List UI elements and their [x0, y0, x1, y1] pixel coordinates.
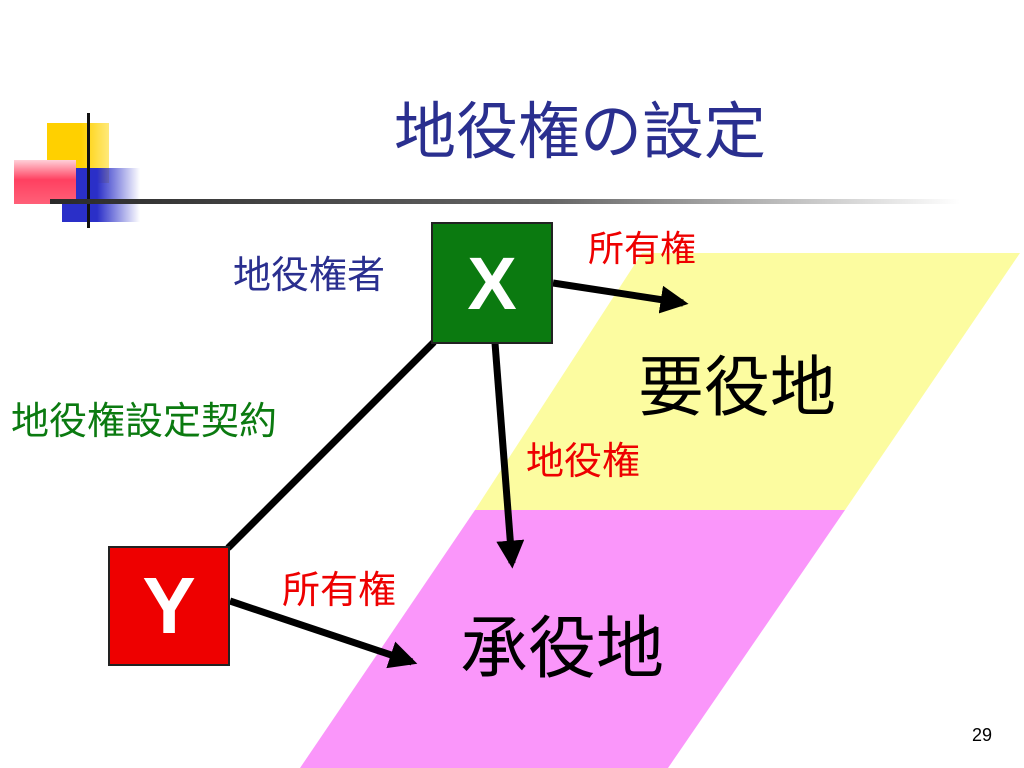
servient-land-area: [300, 510, 845, 768]
party-y-box: Y: [108, 546, 230, 666]
page-number: 29: [971, 725, 992, 745]
easement-label: 地役権: [526, 439, 641, 483]
party-x-box: X: [431, 222, 553, 344]
servient-land-label: 承役地: [460, 610, 665, 689]
ownership-arrow-y: [228, 597, 418, 669]
party-x-letter: X: [467, 241, 517, 325]
contract-line: [225, 339, 437, 551]
ownership-label-y: 所有権: [282, 568, 397, 612]
party-y-letter: Y: [142, 561, 196, 650]
deco-red-square: [14, 160, 76, 204]
easement-holder-label: 地役権者: [233, 253, 386, 297]
ownership-arrow-x: [552, 279, 689, 314]
easement-arrow: [491, 342, 525, 569]
ownership-label-x: 所有権: [588, 229, 697, 270]
contract-label: 地役権設定契約: [11, 399, 278, 443]
dominant-land-label: 要役地: [638, 349, 836, 426]
dominant-land-area: [475, 253, 1020, 510]
title-underline: [50, 199, 960, 204]
deco-vertical-line: [87, 113, 90, 228]
slide-title: 地役権の設定: [393, 95, 766, 168]
